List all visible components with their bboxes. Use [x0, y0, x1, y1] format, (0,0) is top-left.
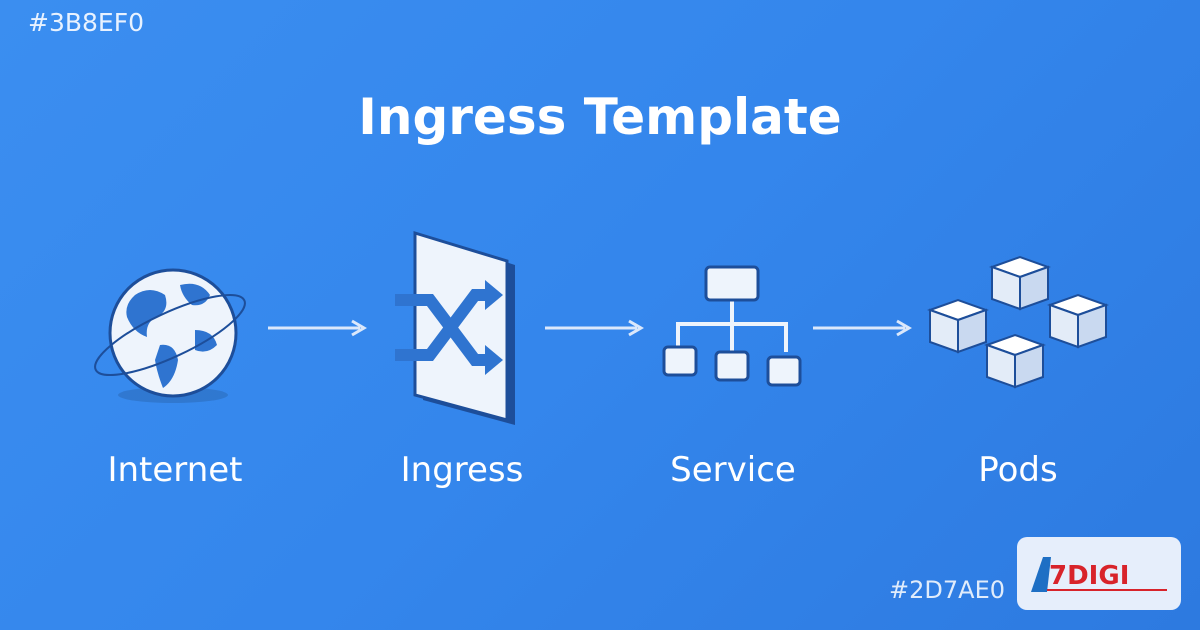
containers-icon: [929, 256, 1107, 388]
globe-icon: [94, 268, 246, 403]
arrow-right: [545, 319, 644, 337]
arrow-right: [813, 319, 912, 337]
step-label-internet: Internet: [107, 450, 243, 490]
arrow-right: [268, 319, 367, 337]
svg-text:7DIGI: 7DIGI: [1049, 561, 1129, 591]
step-label-service: Service: [670, 450, 796, 490]
step-label-pods: Pods: [978, 450, 1058, 490]
page-title: Ingress Template: [358, 88, 842, 146]
hierarchy-icon: [662, 265, 802, 387]
step-label-ingress: Ingress: [400, 450, 524, 490]
azdigi-logo: 7DIGI: [1017, 537, 1181, 610]
top-left-color-code: #3B8EF0: [28, 8, 144, 37]
bottom-right-color-code: #2D7AE0: [889, 576, 1005, 604]
azdigi-logo-mark: 7DIGI: [1031, 557, 1167, 592]
shuffle-router-icon: [395, 230, 515, 425]
